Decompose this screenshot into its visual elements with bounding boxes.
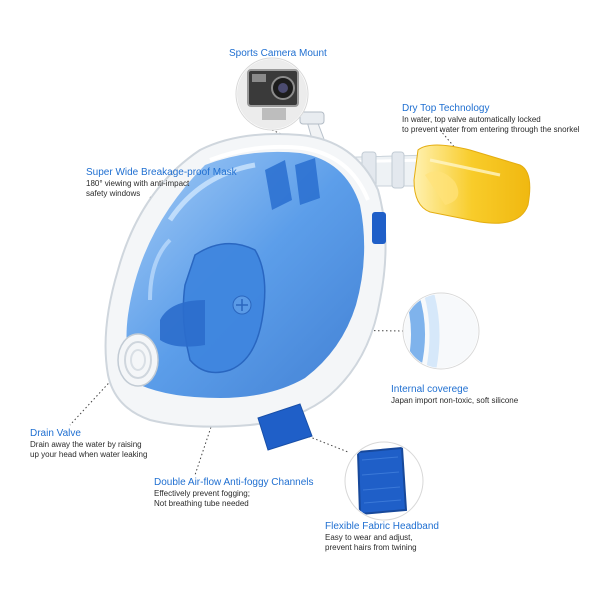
bottom-strap [257,403,313,451]
callout-coverage-title: Internal coverege [391,384,469,395]
callout-drain-valve-title: Drain Valve [30,428,81,439]
coverage-inset [402,292,480,370]
callout-antifog-title: Double Air-flow Anti-foggy Channels [154,477,314,488]
callout-dry-top-title: Dry Top Technology [402,103,490,114]
callout-camera-mount: Sports Camera Mount [229,48,327,60]
side-strap [372,212,386,244]
callout-drain-valve: Drain Valve Drain away the water by rais… [30,428,147,460]
callout-wide-mask: Super Wide Breakage-proof Mask 180° view… [86,167,237,199]
callout-wide-mask-desc: 180° viewing with anti-impact safety win… [86,179,190,198]
camera-inset [235,57,309,131]
callout-wide-mask-title: Super Wide Breakage-proof Mask [86,167,237,178]
callout-coverage: Internal coverege Japan import non-toxic… [391,384,518,406]
callout-camera-mount-title: Sports Camera Mount [229,48,327,59]
snorkel-tube [321,144,531,224]
callout-dry-top-desc: In water, top valve automatically locked… [402,115,580,134]
callout-coverage-desc: Japan import non-toxic, soft silicone [391,396,519,405]
drain-valve [117,333,159,387]
callout-dry-top: Dry Top Technology In water, top valve a… [402,103,579,135]
headband-inset [344,441,424,521]
vent-fins [265,158,320,210]
callout-drain-valve-desc: Drain away the water by raising up your … [30,440,148,459]
callout-headband-desc: Easy to wear and adjust, prevent hairs f… [325,533,417,552]
callout-headband: Flexible Fabric Headband Easy to wear an… [325,521,439,553]
callout-antifog: Double Air-flow Anti-foggy Channels Effe… [154,477,314,509]
callout-headband-title: Flexible Fabric Headband [325,521,439,532]
callout-antifog-desc: Effectively prevent fogging; Not breathi… [154,489,250,508]
